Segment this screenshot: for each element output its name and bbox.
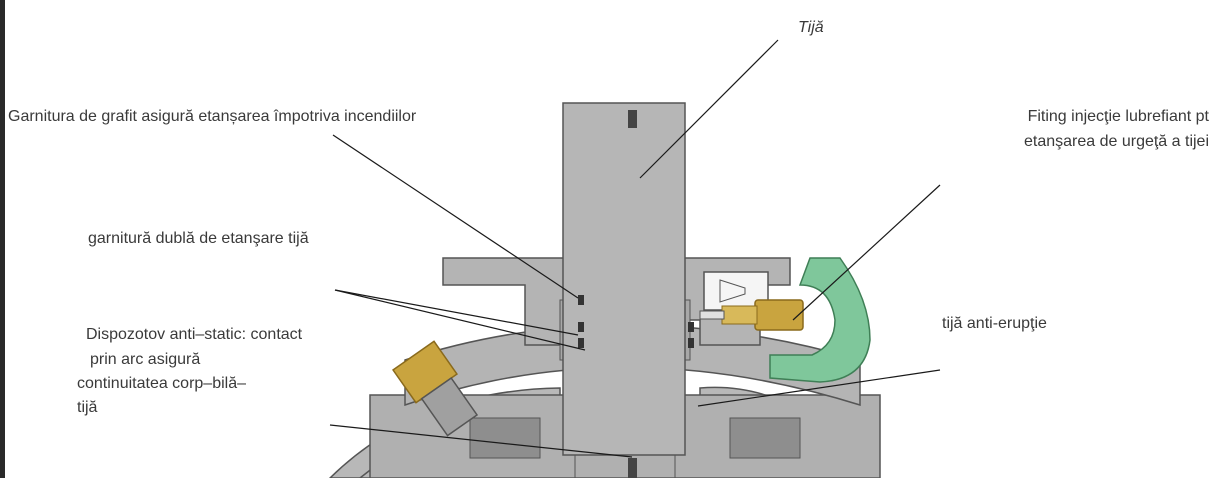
seal-left-2 <box>578 322 584 332</box>
label-anti-static-line4: tijă <box>77 399 98 416</box>
label-anti-static-line1: Dispozotov anti–static: contact <box>86 326 303 343</box>
label-lubricant-fitting-line1: Fiting injecţie lubrefiant pt <box>1027 108 1209 125</box>
seal-left-3 <box>578 338 584 348</box>
side-brass-fitting <box>392 340 479 437</box>
lubricant-fitting <box>754 299 804 331</box>
seal-right-2 <box>688 338 694 348</box>
green-bracket <box>769 257 871 383</box>
seal-left-1 <box>578 295 584 305</box>
label-anti-blowout-stem: tijă anti-erupţie <box>942 315 1047 332</box>
label-anti-static-line2: prin arc asigură <box>90 351 201 368</box>
label-lubricant-fitting-line2: etanşarea de urgeţă a tijei <box>1023 133 1209 150</box>
label-graphite-gasket: Garnitura de grafit asigură etanșarea îm… <box>8 108 417 125</box>
stem-hole-top <box>628 110 637 128</box>
leader-lines <box>329 39 941 458</box>
stem <box>562 102 686 456</box>
seal-right-1 <box>688 322 694 332</box>
label-anti-static-line3: continuitatea corp–bilă– <box>77 375 247 392</box>
left-border <box>0 0 5 478</box>
seat-left <box>469 417 541 459</box>
stem-hole-bottom <box>628 458 637 478</box>
seat-right <box>729 417 801 459</box>
label-stem: Tijă <box>798 19 824 36</box>
label-double-stem-seal: garnitură dublă de etanşare tijă <box>88 230 309 247</box>
